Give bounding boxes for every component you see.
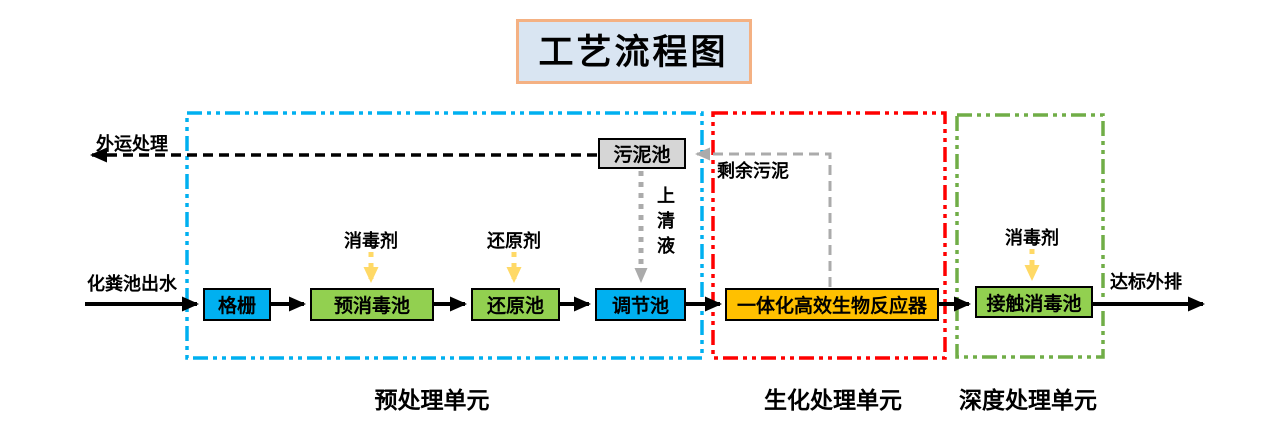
- label-external-disposal: 外运处理: [96, 134, 168, 154]
- node-regulating-tank: 调节池: [595, 288, 686, 321]
- node-bar-screen: 格栅: [203, 288, 271, 321]
- node-contact-disinfection-tank: 接触消毒池: [975, 286, 1093, 318]
- arrow-excess-sludge: [695, 147, 832, 287]
- label-disinfectant-pre: 消毒剂: [344, 231, 398, 251]
- label-disinfectant-contact: 消毒剂: [1005, 228, 1059, 248]
- label-inflow: 化粪池出水: [87, 274, 177, 294]
- node-bioreactor: 一体化高效生物反应器: [725, 288, 939, 321]
- label-supernatant: 上清液: [655, 186, 675, 261]
- biochemical-unit-frame: [711, 111, 947, 360]
- diagram-title: 工艺流程图: [515, 19, 752, 84]
- node-sludge-tank: 污泥池: [598, 138, 686, 169]
- node-reduction-tank: 还原池: [471, 288, 560, 321]
- label-biochemical-unit: 生化处理单元: [764, 388, 902, 413]
- label-outflow: 达标外排: [1110, 272, 1182, 292]
- node-pre-disinfection-tank: 预消毒池: [310, 288, 434, 321]
- pretreatment-unit-frame: [185, 111, 704, 360]
- advanced-unit-frame: [955, 113, 1105, 359]
- label-advanced-unit: 深度处理单元: [959, 388, 1097, 413]
- label-excess-sludge: 剩余污泥: [717, 161, 789, 181]
- label-reducing-agent: 还原剂: [487, 231, 541, 251]
- label-pretreatment-unit: 预处理单元: [374, 388, 490, 413]
